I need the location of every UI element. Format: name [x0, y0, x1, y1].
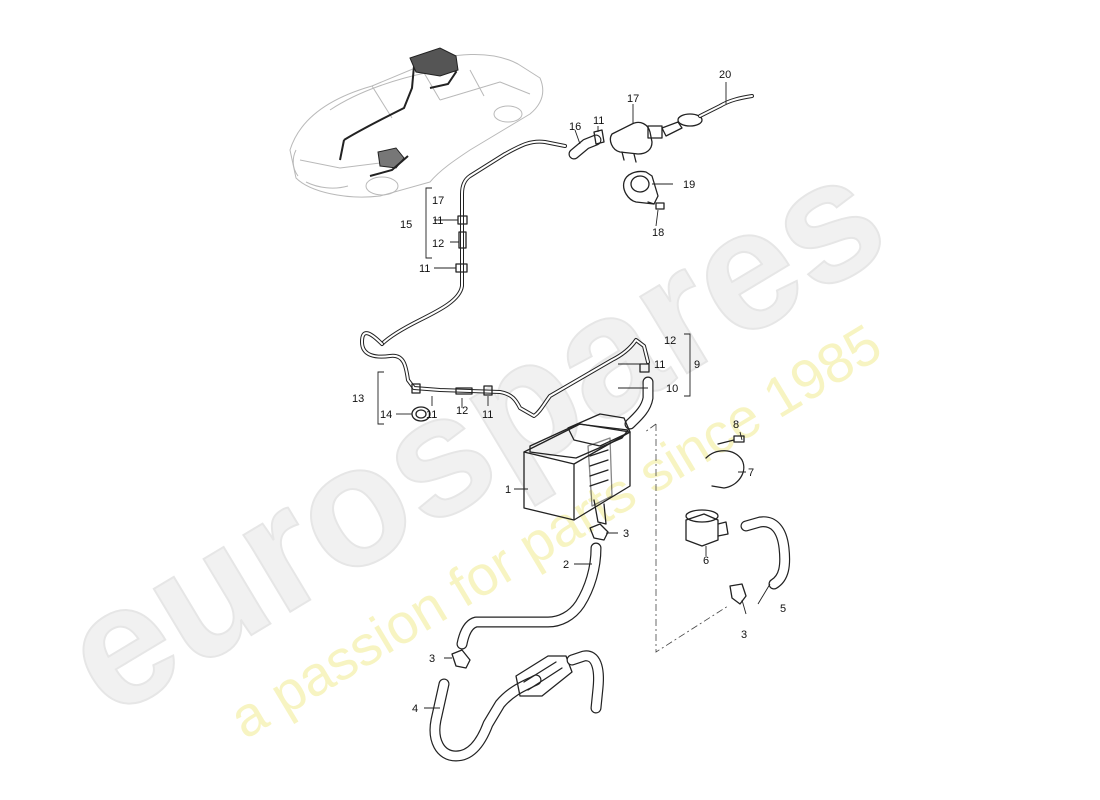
connector-12-upper — [458, 231, 467, 249]
callout-10: 10 — [666, 383, 678, 395]
connector-12-mid — [455, 387, 473, 395]
callout-11-mid-a: 11 — [426, 409, 437, 421]
callout-2: 2 — [563, 559, 569, 571]
callout-5: 5 — [780, 603, 786, 615]
callout-17-top: 17 — [627, 93, 639, 105]
auxiliary-heater-1 — [523, 413, 631, 525]
callout-14: 14 — [380, 409, 392, 421]
vehicle-overview-illustration — [289, 47, 544, 198]
clamp-3-right — [729, 583, 747, 605]
reference-line — [644, 423, 729, 653]
callout-17-group: 17 — [432, 195, 444, 207]
fuel-line-upper — [380, 139, 567, 346]
clamp-3-lower — [451, 649, 471, 669]
fuel-metering-pump-17 — [609, 113, 703, 163]
leader-lines — [377, 82, 771, 709]
callout-6: 6 — [703, 555, 709, 567]
clip-11-pump — [593, 129, 605, 145]
callout-12-mid: 12 — [456, 405, 468, 417]
exhaust-pipe-4 — [429, 674, 542, 762]
bracket-19 — [622, 170, 659, 205]
fuel-line-middle — [360, 331, 650, 418]
clip-11-right — [639, 363, 650, 373]
callout-11-group-a: 11 — [432, 215, 443, 227]
callout-11-mid-b: 11 — [482, 409, 493, 421]
callout-19: 19 — [683, 179, 695, 191]
coolant-hose-5 — [740, 516, 791, 590]
exhaust-pipe-2 — [456, 542, 602, 650]
callout-15: 15 — [400, 219, 412, 231]
callout-12-group-a: 12 — [432, 238, 444, 250]
exhaust-silencer — [515, 650, 604, 714]
callout-8: 8 — [733, 419, 739, 431]
callout-20: 20 — [719, 69, 731, 81]
callout-13: 13 — [352, 393, 364, 405]
watermark: eurospares a passion for parts since 198… — [30, 116, 916, 753]
callout-3-heater: 3 — [623, 528, 629, 540]
callout-3-lower: 3 — [429, 653, 435, 665]
clip-11-mid-2 — [483, 385, 493, 396]
clip-11-mid-1 — [411, 383, 421, 394]
callout-labels: 20 17 11 16 19 18 17 15 11 12 11 12 9 11… — [352, 69, 786, 715]
callout-11-top: 11 — [593, 115, 604, 127]
bolt-8 — [717, 435, 745, 445]
callout-16: 16 — [569, 121, 581, 133]
watermark-brand: eurospares — [31, 117, 915, 752]
callout-4: 4 — [412, 703, 418, 715]
callout-7: 7 — [748, 467, 754, 479]
callout-1: 1 — [505, 484, 511, 496]
callout-11-right: 11 — [654, 359, 665, 371]
clamp-3-heater — [589, 523, 609, 541]
callout-18: 18 — [652, 227, 664, 239]
coolant-pump-6 — [685, 509, 729, 547]
screw-18 — [647, 201, 665, 210]
callout-11-group-b: 11 — [419, 263, 430, 275]
callout-9: 9 — [694, 359, 700, 371]
callout-3-right: 3 — [741, 629, 747, 641]
callout-12-right: 12 — [664, 335, 676, 347]
clamp-strap-7 — [705, 450, 745, 489]
